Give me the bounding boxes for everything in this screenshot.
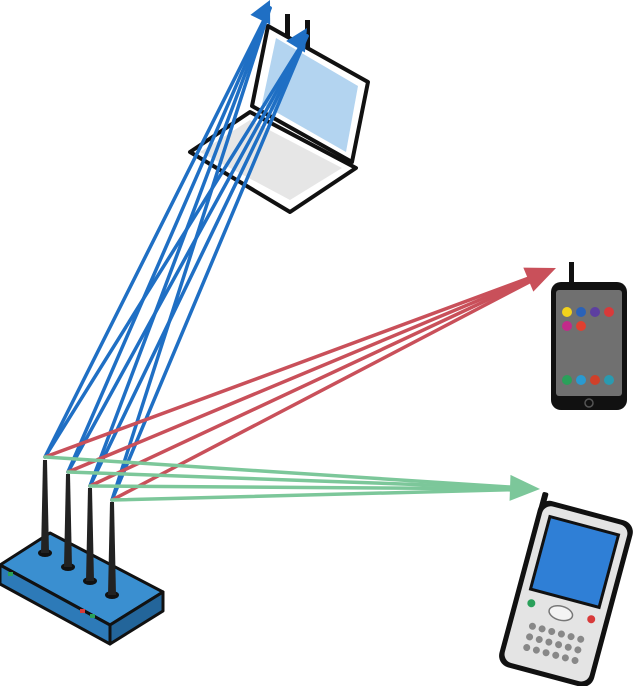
smartphone-icon — [551, 262, 627, 410]
laptop-beam — [88, 34, 309, 488]
smartphone-beam — [110, 278, 535, 502]
smartphone-arrowhead — [523, 267, 556, 292]
laptop-beam — [43, 6, 272, 459]
laptop-beam — [43, 34, 309, 459]
wifi-router-icon — [0, 460, 165, 646]
signal-links — [43, 0, 556, 502]
pda-arrowhead — [509, 474, 540, 501]
smartphone-beam — [66, 276, 534, 474]
pda-beam — [88, 484, 520, 491]
laptop-arrowhead — [286, 28, 307, 53]
laptop-beam — [110, 34, 309, 502]
smartphone-beam — [88, 277, 535, 488]
laptop-beam — [110, 6, 272, 502]
smartphone-beam — [43, 275, 534, 459]
pda-beam — [43, 455, 520, 490]
laptop-beam — [66, 6, 272, 474]
pda-beam — [66, 470, 520, 490]
laptop-beam — [66, 34, 309, 474]
pda-phone-icon — [499, 492, 633, 686]
laptop-arrowhead — [250, 0, 271, 25]
laptop-beam — [88, 6, 272, 488]
pda-beam — [110, 487, 520, 502]
